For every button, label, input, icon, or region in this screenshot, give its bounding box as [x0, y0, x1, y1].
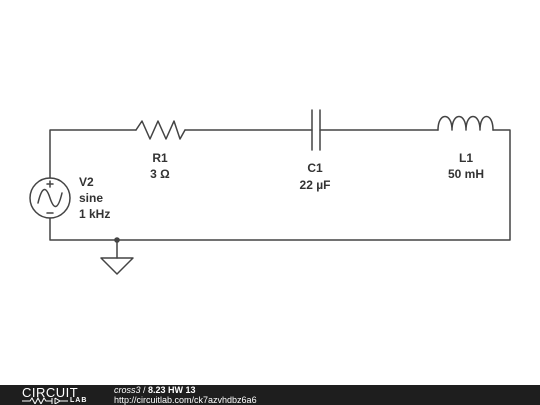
- logo-text-circuit: CIRCUIT: [22, 385, 79, 400]
- author-link[interactable]: cross3: [114, 385, 141, 395]
- resistor-r1: [135, 120, 186, 140]
- schematic-title: 8.23 HW 13: [148, 385, 196, 395]
- schematic-canvas: R1 3 Ω C1 22 µF L1 50 mH V2 sine 1 kHz: [29, 109, 511, 275]
- footer-bar: CIRCUIT LAB cross3 / 8.23 HW 13 http://c…: [0, 385, 540, 405]
- inductor-l1: [437, 115, 494, 131]
- logo-resistor-icon: [22, 396, 68, 404]
- label-v2-ref: V2: [79, 175, 94, 189]
- junction-node: [114, 237, 120, 243]
- ground-symbol-icon: [100, 257, 134, 275]
- circuitlab-logo[interactable]: CIRCUIT LAB: [22, 385, 102, 405]
- voltage-source-v2: [29, 177, 71, 219]
- meta-separator: /: [140, 385, 149, 395]
- label-v2-type: sine: [79, 191, 103, 205]
- label-c1-ref: C1: [307, 161, 323, 175]
- plus-sign-icon: [46, 180, 54, 188]
- logo-text-lab: LAB: [70, 397, 88, 404]
- label-v2-freq: 1 kHz: [79, 207, 110, 221]
- wire-top-right: [49, 129, 511, 241]
- wire-top-left: [49, 129, 137, 179]
- label-l1-value: 50 mH: [448, 167, 484, 181]
- label-r1-ref: R1: [152, 151, 168, 165]
- circuit-schematic: R1 3 Ω C1 22 µF L1 50 mH V2 sine 1 kHz: [29, 109, 511, 275]
- label-c1-value: 22 µF: [300, 178, 331, 192]
- schematic-url-link[interactable]: http://circuitlab.com/ck7azvhdbz6a6: [114, 395, 257, 405]
- schematic-meta: cross3 / 8.23 HW 13 http://circuitlab.co…: [114, 386, 257, 405]
- meta-title-row: cross3 / 8.23 HW 13: [114, 386, 257, 395]
- sine-wave-icon: [37, 188, 63, 208]
- label-l1-ref: L1: [459, 151, 473, 165]
- label-r1-value: 3 Ω: [150, 167, 170, 181]
